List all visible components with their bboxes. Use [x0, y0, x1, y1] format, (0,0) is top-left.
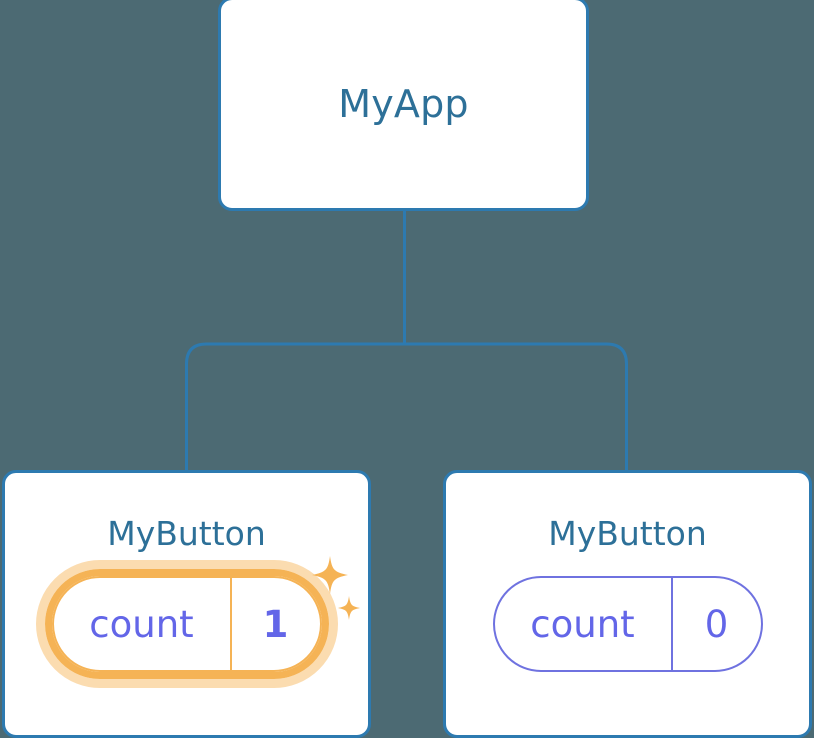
counter-pill-body-0[interactable]: count 1 — [51, 576, 322, 672]
counter-pill-1[interactable]: count 0 — [492, 576, 763, 672]
counter-label-0: count — [89, 602, 194, 646]
node-card-mybutton-1[interactable]: MyButton count 0 — [443, 470, 812, 738]
counter-value-1: 0 — [670, 578, 761, 670]
node-card-mybutton-0[interactable]: MyButton count 1 — [2, 470, 371, 738]
node-title-mybutton-1: MyButton — [548, 514, 707, 553]
node-card-root[interactable]: MyApp — [218, 0, 589, 211]
sparkle-small-icon — [337, 596, 360, 620]
counter-pill-body-1[interactable]: count 0 — [492, 576, 763, 672]
sparkle-large-icon — [311, 556, 348, 594]
connector-branch-bus — [185, 342, 628, 470]
counter-pill-0[interactable]: count 1 — [35, 556, 360, 688]
counter-label-1: count — [530, 602, 635, 646]
node-title-root: MyApp — [338, 82, 469, 126]
counter-value-0: 1 — [229, 578, 320, 670]
node-title-mybutton-0: MyButton — [107, 514, 266, 553]
